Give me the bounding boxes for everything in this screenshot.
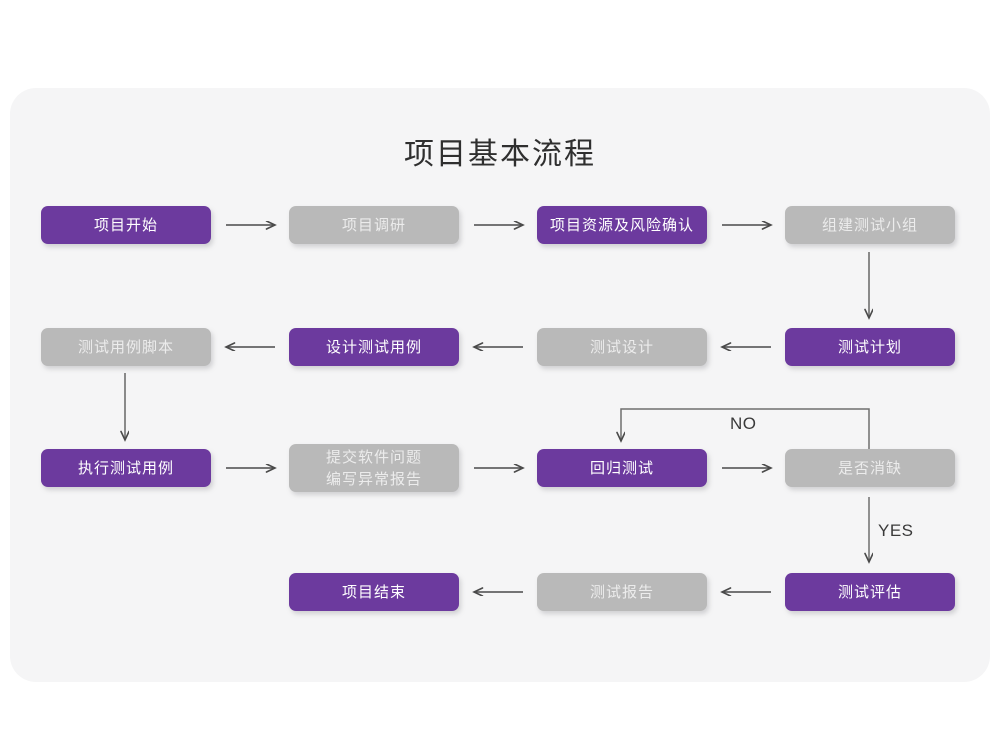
node-test-report[interactable]: 测试报告 — [537, 573, 707, 611]
node-project-end[interactable]: 项目结束 — [289, 573, 459, 611]
node-test-case-script[interactable]: 测试用例脚本 — [41, 328, 211, 366]
page-title: 项目基本流程 — [404, 137, 596, 172]
node-label: 提交软件问题 编写异常报告 — [325, 448, 422, 488]
edge-n12-n11-no — [621, 408, 870, 449]
node-label: 测试报告 — [589, 583, 654, 601]
node-submit-issue-report[interactable]: 提交软件问题 编写异常报告 — [289, 444, 459, 492]
node-project-research[interactable]: 项目调研 — [289, 206, 459, 244]
node-execute-test-case[interactable]: 执行测试用例 — [41, 449, 211, 487]
node-label: 测试评估 — [837, 583, 902, 601]
node-defect-cleared[interactable]: 是否消缺 — [785, 449, 955, 487]
node-label: 回归测试 — [589, 459, 654, 477]
node-label: 测试计划 — [837, 338, 902, 356]
node-design-test-case[interactable]: 设计测试用例 — [289, 328, 459, 366]
node-label: 设计测试用例 — [325, 338, 422, 356]
edge-label-no: NO — [730, 414, 757, 433]
edge-label-yes: YES — [878, 521, 914, 540]
node-label: 项目结束 — [341, 583, 406, 601]
node-label: 测试用例脚本 — [77, 338, 174, 356]
node-resource-risk-confirm[interactable]: 项目资源及风险确认 — [537, 206, 707, 244]
node-regression-test[interactable]: 回归测试 — [537, 449, 707, 487]
node-label: 组建测试小组 — [821, 216, 918, 234]
node-form-test-team[interactable]: 组建测试小组 — [785, 206, 955, 244]
node-test-plan[interactable]: 测试计划 — [785, 328, 955, 366]
node-test-design[interactable]: 测试设计 — [537, 328, 707, 366]
node-label: 项目资源及风险确认 — [549, 216, 694, 234]
node-label: 执行测试用例 — [77, 459, 174, 477]
node-label: 是否消缺 — [837, 459, 902, 477]
node-project-start[interactable]: 项目开始 — [41, 206, 211, 244]
node-label: 项目调研 — [341, 216, 406, 234]
node-label: 项目开始 — [93, 216, 158, 234]
node-test-evaluation[interactable]: 测试评估 — [785, 573, 955, 611]
node-label: 测试设计 — [589, 338, 654, 356]
